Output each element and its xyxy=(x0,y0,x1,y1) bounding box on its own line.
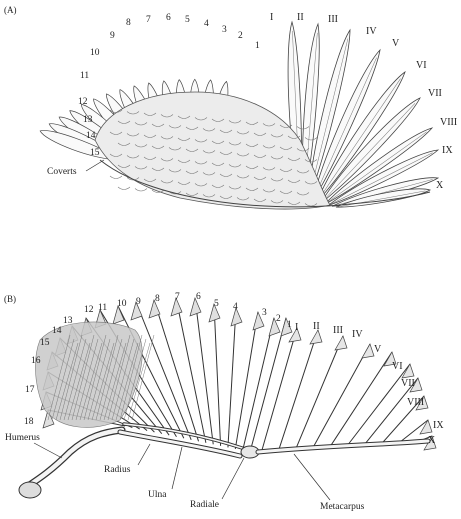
panel-b-secondary-5: 5 xyxy=(214,299,219,309)
panel-a-primary-IX: IX xyxy=(442,145,453,156)
panel-a-secondary-12: 12 xyxy=(78,97,88,107)
panel-a-secondary-5: 5 xyxy=(185,15,190,25)
panel-b-label: (B) xyxy=(4,294,16,304)
panel-a-primary-VIII: VIII xyxy=(440,117,457,128)
ulna-label: Ulna xyxy=(148,490,167,500)
humerus-leader xyxy=(34,443,62,458)
primary-shaft xyxy=(347,364,410,446)
secondary-shaft xyxy=(176,298,206,443)
panel-a-secondary-15: 15 xyxy=(90,148,100,158)
secondary-shaft xyxy=(243,318,274,450)
coverts-leader-line xyxy=(86,160,104,171)
panel-b-secondary-3: 3 xyxy=(262,308,267,318)
panel-a-secondary-6: 6 xyxy=(166,13,171,23)
panel-a-primary-III: III xyxy=(328,14,338,25)
panel-b-secondary-13: 13 xyxy=(63,316,73,326)
panel-b-secondary-2: 2 xyxy=(276,314,281,324)
panel-a-primary-IV: IV xyxy=(366,26,377,37)
primary-tip xyxy=(335,336,347,350)
panel-a-primary-VII: VII xyxy=(428,88,442,99)
coverts-label: Coverts xyxy=(47,167,77,177)
panel-a-label: (A) xyxy=(4,5,17,15)
covert-scale xyxy=(110,176,122,179)
secondary-shaft xyxy=(214,304,221,446)
panel-a-primary-V: V xyxy=(392,38,400,49)
ulna-leader xyxy=(172,447,182,489)
panel-b-secondary-11: 11 xyxy=(98,303,107,313)
covert-scale xyxy=(118,187,130,190)
panel-b-primary-VI: VI xyxy=(392,361,403,372)
panel-a-primary-VI: VI xyxy=(416,60,427,71)
panel-b-primary-VIII: VIII xyxy=(407,397,424,408)
primary-shaft xyxy=(296,336,343,448)
panel-b-secondary-6: 6 xyxy=(196,292,201,302)
panel-a-secondary-9: 9 xyxy=(110,31,115,41)
panel-b-secondary-17: 17 xyxy=(25,385,35,395)
panel-b-secondary-16: 16 xyxy=(31,356,41,366)
panel-a-primary-II: II xyxy=(297,12,304,23)
panel-a-secondary-10: 10 xyxy=(90,48,100,58)
panel-b-primary-IX: IX xyxy=(433,420,444,431)
humerus-label: Humerus xyxy=(5,433,40,443)
panel-b-primary-III: III xyxy=(333,325,343,336)
radiale-leader xyxy=(222,458,244,499)
panel-b-secondary-7: 7 xyxy=(175,292,180,302)
primary-tip xyxy=(310,330,322,344)
panel-b-secondary-1: 1 xyxy=(287,320,292,330)
radius-label: Radius xyxy=(104,465,131,475)
panel-a-secondary-14: 14 xyxy=(86,131,96,141)
panel-b-secondary-15: 15 xyxy=(40,338,50,348)
panel-b-secondary-10: 10 xyxy=(117,299,127,309)
metacarpus-label: Metacarpus xyxy=(320,502,365,512)
panel-a-secondary-4: 4 xyxy=(204,19,209,29)
primary-tip xyxy=(362,344,374,358)
panel-a-secondary-2: 2 xyxy=(238,31,243,41)
panel-b-primary-IV: IV xyxy=(352,329,363,340)
panel-a-secondary-11: 11 xyxy=(80,71,89,81)
panel-a-primary-I: I xyxy=(270,12,273,23)
panel-b-skeletal-wing: (B) 123456789101112131415161718 IIIIIIIV… xyxy=(4,292,444,512)
panel-b-secondary-4: 4 xyxy=(233,302,238,312)
panel-b-secondary-9: 9 xyxy=(136,297,141,307)
secondary-shaft xyxy=(228,308,236,447)
panel-b-secondary-8: 8 xyxy=(155,294,160,304)
panel-a-secondary-1: 1 xyxy=(255,41,260,51)
secondary-shaft xyxy=(154,300,199,441)
panel-b-secondary-18: 18 xyxy=(24,417,34,427)
panel-b-secondary-12: 12 xyxy=(84,305,94,315)
panel-b-secondary-14: 14 xyxy=(52,326,62,336)
panel-a-secondary-7: 7 xyxy=(146,15,151,25)
primary-shaft xyxy=(313,344,370,448)
panel-b-primary-VII: VII xyxy=(401,378,415,389)
panel-b-primary-II: II xyxy=(313,321,320,332)
radiale-label: Radiale xyxy=(190,500,219,510)
primary-shaft xyxy=(279,330,318,449)
panel-a-feathered-wing: (A) 123456789101112131415 IIIIIIIVVVIVII… xyxy=(4,5,457,211)
panel-b-primary-V: V xyxy=(374,344,382,355)
secondary-shaft xyxy=(136,302,191,440)
radius-leader xyxy=(138,444,150,465)
secondary-shaft xyxy=(235,312,258,449)
panel-b-primary-X: X xyxy=(428,435,436,446)
panel-b-bones xyxy=(19,424,428,498)
panel-a-secondary-13: 13 xyxy=(83,115,93,125)
metacarpus-leader xyxy=(294,454,330,500)
humerus-head xyxy=(19,482,41,498)
covert-scale xyxy=(135,189,147,192)
panel-a-primary-X: X xyxy=(436,180,444,191)
panel-a-secondary-8: 8 xyxy=(126,18,131,28)
panel-b-primary-I: I xyxy=(295,322,298,333)
panel-a-secondary-3: 3 xyxy=(222,25,227,35)
